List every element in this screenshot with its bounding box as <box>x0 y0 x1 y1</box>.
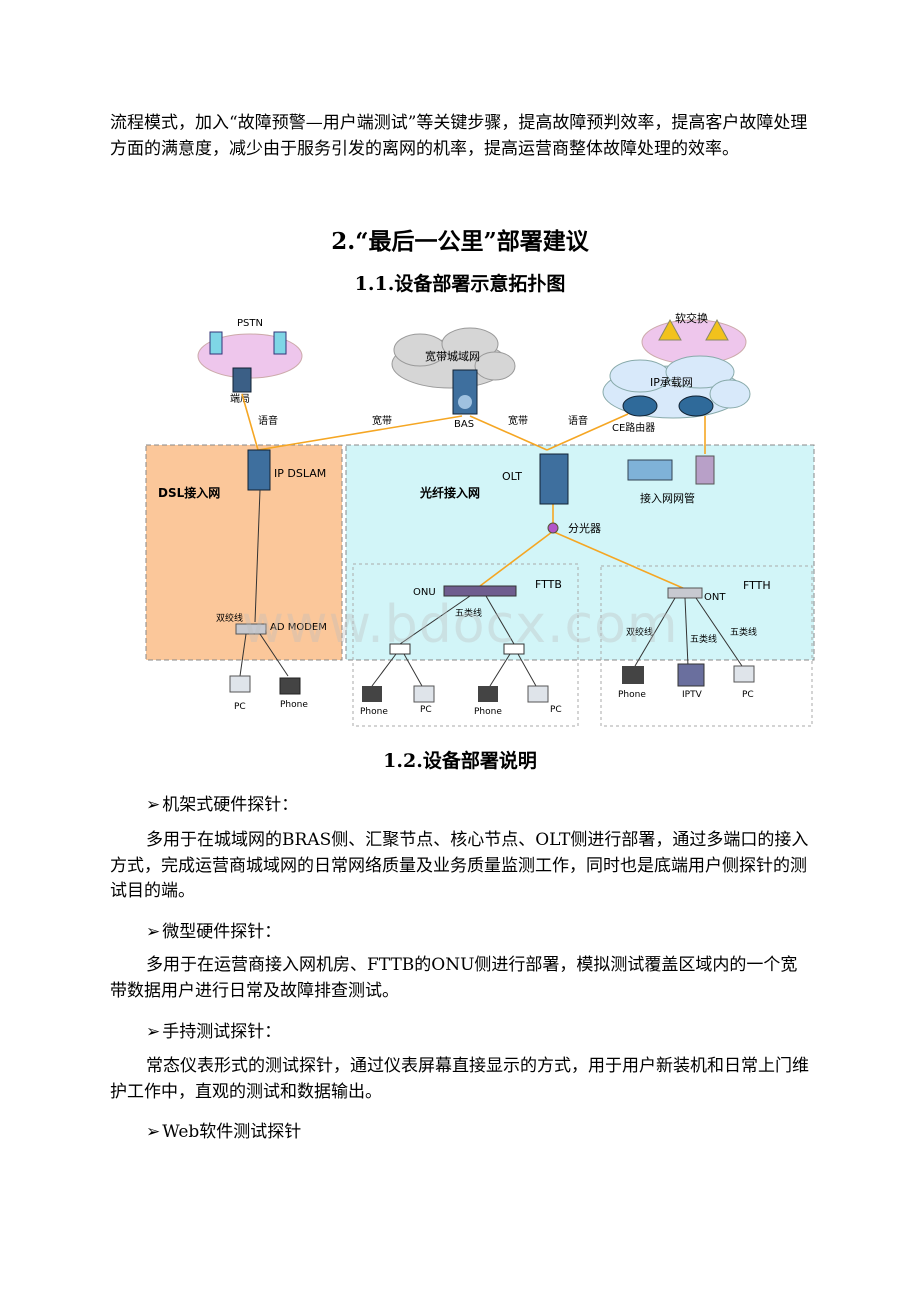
fttb-zone <box>352 563 579 727</box>
ftth-zone <box>600 565 813 727</box>
splitter-icon <box>547 522 559 534</box>
nms-workstation-icon <box>627 459 673 481</box>
dsl-phone-label: Phone <box>280 700 308 710</box>
dsl-twisted-label: 双绞线 <box>216 612 243 624</box>
ip-cloud-label: IP承载网 <box>650 376 693 389</box>
ad-modem-icon <box>235 623 267 635</box>
fttb-pc-2-icon <box>527 685 549 703</box>
nms-label: 接入网网管 <box>640 491 695 505</box>
olt-label: OLT <box>502 470 522 483</box>
metro-cloud-label: 宽带城域网 <box>425 349 480 363</box>
ce-router-label: CE路由器 <box>612 421 655 434</box>
fttb-phone-1-label: Phone <box>360 707 388 717</box>
onu-label: ONU <box>413 587 436 598</box>
ftth-label: FTTH <box>743 579 771 592</box>
bullet-micro-probe: ➢微型硬件探针： <box>146 922 282 942</box>
fttb-cable-label: 五类线 <box>455 607 482 619</box>
bullet-rack-probe: ➢机架式硬件探针： <box>146 795 299 815</box>
link-voice-left-label: 语音 <box>258 414 278 427</box>
bas-label: BAS <box>454 419 474 430</box>
pstn-switch-right-icon <box>273 331 287 355</box>
bullet-handheld-probe: ➢手持测试探针： <box>146 1022 282 1042</box>
onu-icon <box>443 585 517 597</box>
fttb-pc-2-label: PC <box>550 705 562 715</box>
ip-router-icon <box>678 395 714 417</box>
ip-dslam-label: IP DSLAM <box>274 467 326 480</box>
ont-icon <box>667 587 703 599</box>
bullet-title: 手持测试探针： <box>162 1022 282 1042</box>
ftth-iptv-icon <box>677 663 705 687</box>
pstn-switch-left-icon <box>209 331 223 355</box>
intro-paragraph: 流程模式，加入“故障预警—用户端测试”等关键步骤，提高故障预判效率，提高客户故障… <box>110 113 808 159</box>
ad-modem-label: AD MODEM <box>270 622 327 633</box>
bullet-title: 微型硬件探针： <box>162 922 282 942</box>
softswitch-right-icon <box>705 318 729 341</box>
fiber-zone-label: 光纤接入网 <box>419 485 480 500</box>
fttb-phone-1-icon <box>362 686 382 702</box>
dsl-zone-label: DSL接入网 <box>158 485 220 500</box>
fttb-phone-2-label: Phone <box>474 707 502 717</box>
ip-dslam-icon <box>247 449 271 491</box>
pstn-label: PSTN <box>237 318 263 329</box>
bullet-title: 机架式硬件探针： <box>162 795 299 815</box>
fttb-phone-2-icon <box>478 686 498 702</box>
topology-diagram: PSTN 端局 软交换 宽带城域网 BAS IP承载网 CE路由器 语音 宽带 … <box>145 311 815 727</box>
link-bas-olt <box>469 415 548 451</box>
body-rack-probe: 多用于在城域网的BRAS侧、汇聚节点、核心节点、OLT侧进行部署，通过多端口的接… <box>110 830 809 901</box>
fttb-label: FTTB <box>535 578 562 591</box>
ftth-pc-icon <box>733 665 755 683</box>
fttb-socket-2-icon <box>503 643 525 655</box>
link-ce-olt <box>546 413 629 451</box>
ftth-pc-label: PC <box>742 690 754 700</box>
section-1-1-heading: 1.1.设备部署示意拓扑图 <box>354 273 566 295</box>
fttb-socket-1-icon <box>389 643 411 655</box>
body-handheld-probe: 常态仪表形式的测试探针，通过仪表屏幕直接显示的方式，用于用户新装机和日常上门维护… <box>110 1056 809 1102</box>
fttb-pc-1-label: PC <box>420 705 432 715</box>
duanju-switch-icon <box>232 367 252 393</box>
body-micro-probe: 多用于在运营商接入网机房、FTTB的ONU侧进行部署，模拟测试覆盖区域内的一个宽… <box>110 955 798 1001</box>
link-splitter-onu <box>479 531 553 587</box>
fttb-pc-1-icon <box>413 685 435 703</box>
olt-icon <box>539 453 569 505</box>
ont-label: ONT <box>704 592 726 603</box>
duanju-label: 端局 <box>230 392 250 405</box>
link-bas-dslam <box>257 415 463 451</box>
bullet-web-probe: ➢Web软件测试探针 <box>146 1122 302 1142</box>
ftth-phone-icon <box>622 666 644 684</box>
link-broadband-right-label: 宽带 <box>508 414 528 427</box>
splitter-label: 分光器 <box>568 521 601 535</box>
link-broadband-left-label: 宽带 <box>372 414 392 427</box>
ftth-cat5-b-label: 五类线 <box>730 626 757 638</box>
section-2-heading: 2.“最后一公里”部署建议 <box>331 228 589 255</box>
ftth-twisted-label: 双绞线 <box>626 626 653 638</box>
ftth-cat5-a-label: 五类线 <box>690 633 717 645</box>
ce-router-icon <box>622 395 658 417</box>
nms-server-icon <box>695 455 715 485</box>
ftth-phone-label: Phone <box>618 690 646 700</box>
metro-cloud-shape <box>391 327 516 389</box>
ftth-iptv-label: IPTV <box>682 690 703 700</box>
bullet-title: Web软件测试探针 <box>162 1122 302 1142</box>
link-voice-right-label: 语音 <box>568 414 588 427</box>
softswitch-left-icon <box>658 318 682 341</box>
fiber-zone <box>345 444 815 661</box>
dsl-pc-label: PC <box>234 702 246 712</box>
link-duanju-dslam <box>241 393 259 451</box>
dsl-pc-icon <box>229 675 251 693</box>
link-splitter-ont <box>553 531 693 593</box>
section-1-2-heading: 1.2.设备部署说明 <box>383 750 537 772</box>
dsl-phone-icon <box>279 677 301 695</box>
softswitch-label: 软交换 <box>675 311 708 325</box>
